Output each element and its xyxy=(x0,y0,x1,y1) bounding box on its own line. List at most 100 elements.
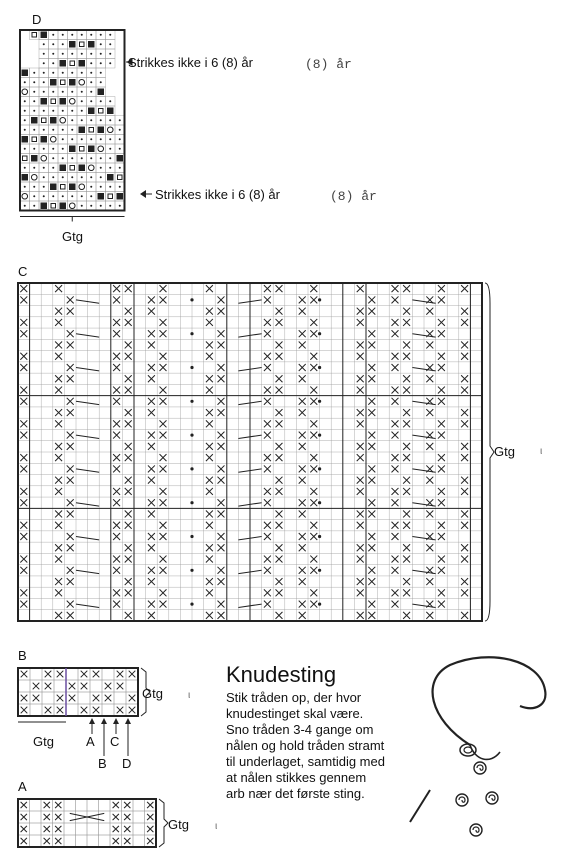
chart-b-cell xyxy=(101,703,115,717)
cross-mark xyxy=(32,682,40,690)
dot-mark xyxy=(118,166,121,169)
chart-d-cell xyxy=(29,172,40,183)
filled-square xyxy=(59,164,66,171)
chart-d-cell xyxy=(76,39,87,50)
cable-line xyxy=(412,603,436,608)
dot-mark xyxy=(80,90,83,93)
cross-mark xyxy=(309,329,318,338)
chart-d-cell xyxy=(76,181,87,192)
chart-d-cell xyxy=(57,115,68,126)
chart-c-outline xyxy=(17,282,483,622)
chart-a-cell xyxy=(132,798,145,812)
cross-mark xyxy=(112,363,121,372)
cross-mark xyxy=(92,670,100,678)
dot-mark xyxy=(90,71,93,74)
dot-mark xyxy=(23,100,26,103)
chart-a-cell xyxy=(132,822,145,836)
dot-mark xyxy=(61,71,64,74)
dot-mark xyxy=(90,204,93,207)
cross-mark xyxy=(54,801,62,809)
cross-mark xyxy=(275,453,283,462)
dot-mark xyxy=(71,157,74,160)
chart-a-cell xyxy=(98,810,111,824)
cross-mark xyxy=(263,318,272,327)
dot-mark xyxy=(52,195,55,198)
cross-mark xyxy=(124,307,133,316)
cross-mark xyxy=(367,329,376,338)
dot-mark xyxy=(61,52,64,55)
filled-square xyxy=(69,79,76,86)
cross-mark xyxy=(402,284,411,293)
dot-mark xyxy=(118,128,121,131)
dot-mark xyxy=(318,568,322,572)
cross-mark xyxy=(275,510,283,518)
cross-mark xyxy=(54,521,63,530)
cross-mark xyxy=(309,419,318,428)
dot-mark xyxy=(33,147,36,150)
cross-mark xyxy=(80,670,88,678)
chart-d-cell xyxy=(95,143,106,154)
cross-mark xyxy=(263,419,272,428)
cross-mark xyxy=(367,374,376,383)
cross-mark xyxy=(19,363,28,372)
cross-mark xyxy=(116,670,124,678)
cross-mark xyxy=(402,577,411,586)
cross-mark xyxy=(425,476,434,485)
cross-mark xyxy=(460,284,469,293)
chart-d-cell xyxy=(48,96,59,107)
cross-mark xyxy=(19,386,28,394)
dot-mark xyxy=(52,166,55,169)
open-square xyxy=(31,32,37,38)
cross-mark xyxy=(298,577,307,586)
cross-mark xyxy=(402,555,411,563)
dot-mark xyxy=(99,81,102,84)
dot-mark xyxy=(109,185,112,188)
filled-square xyxy=(40,136,47,143)
cross-mark xyxy=(356,352,365,361)
cross-mark xyxy=(217,510,225,518)
cross-mark xyxy=(437,363,446,372)
cross-mark xyxy=(263,386,272,394)
chart-d-cell xyxy=(48,134,59,145)
cross-mark xyxy=(54,374,63,383)
cross-mark xyxy=(217,543,225,552)
cross-mark xyxy=(112,801,120,809)
chart-d-cell xyxy=(67,200,78,211)
dot-mark xyxy=(71,128,74,131)
cross-mark xyxy=(147,476,156,485)
cable-line xyxy=(238,367,262,372)
chart-b-cell xyxy=(53,679,67,693)
cross-mark xyxy=(19,487,28,496)
cross-mark xyxy=(19,532,28,541)
cross-mark xyxy=(92,694,100,702)
cross-mark xyxy=(112,296,121,304)
chart-a-cell xyxy=(132,810,145,824)
dot-mark xyxy=(90,33,93,36)
chart-d-cell xyxy=(105,58,116,69)
dot-mark xyxy=(109,166,112,169)
dot-mark xyxy=(71,195,74,198)
chart-d-note-top: Strikkes ikke i 6 (8) år xyxy=(128,55,253,70)
cross-mark xyxy=(275,307,283,316)
dot-mark xyxy=(99,176,102,179)
cross-mark xyxy=(54,352,63,361)
cross-mark xyxy=(54,386,63,394)
cross-mark xyxy=(56,694,64,702)
cross-mark xyxy=(205,543,214,552)
cross-mark xyxy=(159,318,167,327)
open-square xyxy=(31,136,37,142)
cross-mark xyxy=(147,341,156,349)
cable-line xyxy=(412,536,436,541)
dot-mark xyxy=(42,43,45,46)
dot-mark xyxy=(52,62,55,65)
cross-mark xyxy=(402,419,411,428)
cross-mark xyxy=(391,600,399,608)
cross-mark xyxy=(146,825,154,833)
cross-mark xyxy=(147,611,156,620)
cross-mark xyxy=(205,521,214,530)
cross-mark xyxy=(205,453,214,462)
cross-mark xyxy=(309,386,318,394)
arrow-label-a: A xyxy=(86,734,95,749)
cross-mark xyxy=(112,329,121,338)
cross-mark xyxy=(20,670,28,678)
